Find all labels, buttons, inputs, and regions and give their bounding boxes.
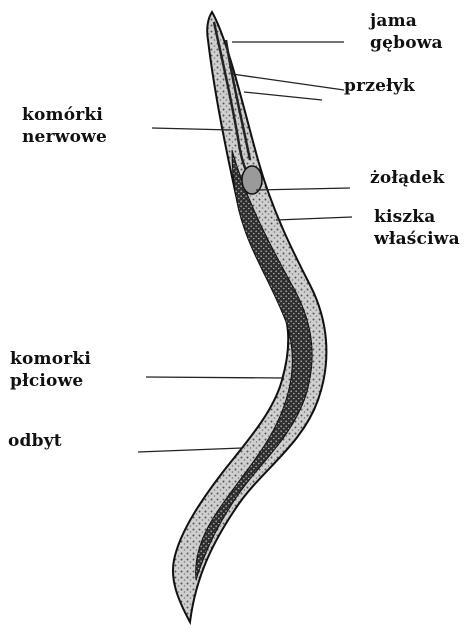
label-komorki-nerwowe: komórki nerwowe (22, 104, 107, 148)
label-przelyk: przełyk (344, 75, 415, 97)
label-jama-gebowa-line2: gębowa (370, 32, 443, 54)
label-komorki-plciowe-line1: komorki (10, 348, 91, 370)
label-komorki-nerwowe-line1: komórki (22, 104, 107, 126)
label-komorki-nerwowe-line2: nerwowe (22, 126, 107, 148)
label-zoladek: żołądek (370, 167, 444, 189)
label-komorki-plciowe-line2: płciowe (10, 370, 91, 392)
label-zoladek-text: żołądek (370, 167, 444, 189)
label-jama-gebowa-line1: jama (370, 10, 443, 32)
label-odbyt-text: odbyt (8, 430, 62, 452)
label-kiszka-wlasciwa-line2: właściwa (374, 228, 460, 250)
label-kiszka-wlasciwa: kiszka właściwa (374, 206, 460, 250)
label-jama-gebowa: jama gębowa (370, 10, 443, 54)
label-odbyt: odbyt (8, 430, 62, 452)
label-przelyk-text: przełyk (344, 75, 415, 97)
label-komorki-plciowe: komorki płciowe (10, 348, 91, 392)
label-kiszka-wlasciwa-line1: kiszka (374, 206, 460, 228)
